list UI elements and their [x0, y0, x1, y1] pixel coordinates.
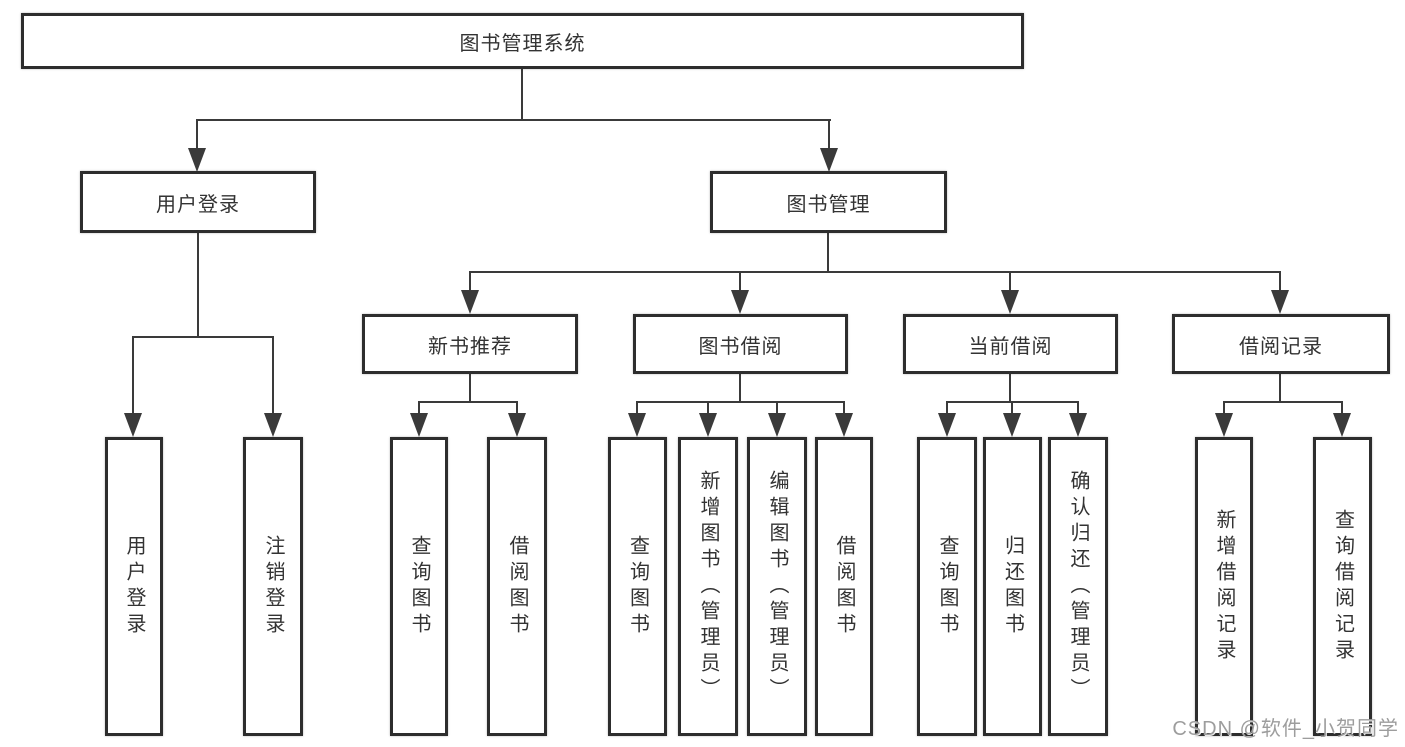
arrow-down-icon	[835, 413, 853, 437]
leaf-label: 用户登录	[123, 534, 145, 639]
connector-line	[521, 69, 523, 121]
node-label: 图书借阅	[698, 335, 783, 358]
node-label: 图书管理	[786, 193, 871, 216]
arrow-down-icon	[1003, 413, 1021, 437]
connector-line	[197, 233, 199, 338]
leaf-label: 查询图书	[936, 534, 958, 639]
connector-line	[1279, 271, 1281, 293]
connector-line	[636, 401, 638, 415]
connector-line	[469, 271, 1281, 273]
connector-line	[196, 119, 831, 121]
connector-line	[516, 401, 518, 415]
leaf-add-book-admin: 新增图书（管理员）	[678, 437, 738, 736]
leaf-user-login: 用户登录	[105, 437, 163, 736]
connector-line	[843, 401, 845, 415]
csdn-watermark: CSDN @软件_小贺同学	[1172, 718, 1399, 740]
connector-line	[418, 401, 518, 403]
leaf-borrow-books-recommend: 借阅图书	[487, 437, 547, 736]
node-label: 借阅记录	[1239, 335, 1323, 358]
connector-line	[469, 271, 471, 293]
arrow-down-icon	[124, 413, 142, 437]
leaf-add-borrow-record: 新增借阅记录	[1195, 437, 1253, 736]
connector-line	[739, 271, 741, 293]
node-new-book-recommend: 新书推荐	[362, 314, 578, 374]
node-label: 用户登录	[156, 193, 240, 216]
leaf-borrow-books: 借阅图书	[815, 437, 873, 736]
leaf-label: 借阅图书	[833, 534, 855, 639]
leaf-label: 归还图书	[1001, 534, 1024, 639]
node-library-management-system: 图书管理系统	[21, 13, 1024, 69]
node-label: 当前借阅	[968, 335, 1053, 358]
node-label: 新书推荐	[428, 335, 512, 358]
leaf-label: 注销登录	[262, 534, 284, 639]
connector-line	[776, 401, 778, 415]
arrow-down-icon	[461, 290, 479, 314]
node-borrow-records: 借阅记录	[1172, 314, 1390, 374]
connector-line	[1223, 401, 1343, 403]
arrow-down-icon	[699, 413, 717, 437]
leaf-confirm-return-admin: 确认归还（管理员）	[1048, 437, 1108, 736]
connector-line	[1279, 374, 1281, 403]
connector-line	[1223, 401, 1225, 415]
arrow-down-icon	[731, 290, 749, 314]
arrow-down-icon	[1333, 413, 1351, 437]
connector-line	[827, 233, 829, 273]
arrow-down-icon	[628, 413, 646, 437]
leaf-return-books: 归还图书	[983, 437, 1042, 736]
leaf-label: 新增借阅记录	[1213, 508, 1235, 665]
connector-line	[707, 401, 709, 415]
arrow-down-icon	[768, 413, 786, 437]
connector-line	[1009, 374, 1011, 403]
arrow-down-icon	[188, 148, 206, 172]
leaf-label: 编辑图书（管理员）	[766, 469, 788, 704]
connector-line	[272, 336, 274, 415]
arrow-down-icon	[264, 413, 282, 437]
leaf-query-books-borrow: 查询图书	[608, 437, 667, 736]
leaf-logout: 注销登录	[243, 437, 303, 736]
leaf-query-books-recommend: 查询图书	[390, 437, 448, 736]
connector-line	[636, 401, 845, 403]
connector-line	[469, 374, 471, 403]
node-book-management-branch: 图书管理	[710, 171, 947, 233]
leaf-query-books-current: 查询图书	[917, 437, 977, 736]
connector-line	[132, 336, 274, 338]
leaf-label: 确认归还（管理员）	[1067, 469, 1089, 704]
leaf-label: 查询图书	[626, 534, 649, 639]
arrow-down-icon	[820, 148, 838, 172]
connector-line	[132, 336, 134, 415]
node-book-borrow: 图书借阅	[633, 314, 848, 374]
leaf-edit-book-admin: 编辑图书（管理员）	[747, 437, 807, 736]
connector-line	[1341, 401, 1343, 415]
arrow-down-icon	[410, 413, 428, 437]
connector-line	[1077, 401, 1079, 415]
arrow-down-icon	[1001, 290, 1019, 314]
connector-line	[946, 401, 948, 415]
leaf-label: 查询借阅记录	[1331, 508, 1354, 665]
arrow-down-icon	[508, 413, 526, 437]
connector-line	[1011, 401, 1013, 415]
leaf-label: 查询图书	[408, 534, 430, 639]
connector-line	[828, 119, 830, 150]
arrow-down-icon	[1215, 413, 1233, 437]
connector-line	[418, 401, 420, 415]
node-user-login-branch: 用户登录	[80, 171, 316, 233]
leaf-label: 借阅图书	[506, 534, 528, 639]
leaf-query-borrow-record: 查询借阅记录	[1313, 437, 1372, 736]
arrow-down-icon	[1069, 413, 1087, 437]
leaf-label: 新增图书（管理员）	[697, 469, 719, 704]
node-current-borrow: 当前借阅	[903, 314, 1118, 374]
node-label: 图书管理系统	[459, 32, 586, 55]
arrow-down-icon	[938, 413, 956, 437]
connector-line	[1009, 271, 1011, 293]
arrow-down-icon	[1271, 290, 1289, 314]
connector-line	[196, 119, 198, 150]
connector-line	[739, 374, 741, 403]
